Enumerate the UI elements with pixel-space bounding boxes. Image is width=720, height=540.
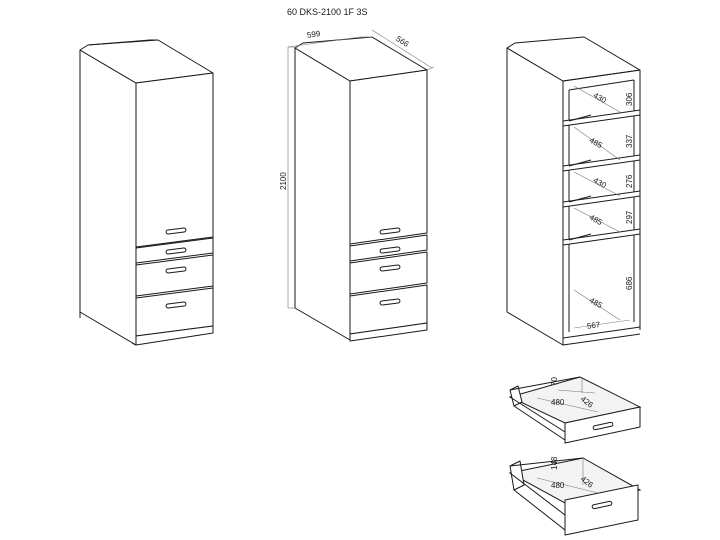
shelf-depth-guides — [573, 85, 631, 329]
cabinet-top-panel — [506, 36, 641, 82]
cabinet-door — [135, 72, 214, 248]
drawing-title: 60 DKS-2100 1F 3S — [287, 7, 368, 17]
cabinet-plinth — [135, 325, 214, 346]
drawer-side — [509, 385, 523, 407]
cabinet-side-panel — [294, 47, 351, 341]
drawer-handle — [165, 247, 187, 255]
cabinet-top-panel — [294, 36, 428, 82]
drawer-handle — [591, 500, 613, 510]
drawer-front-2 — [135, 254, 214, 297]
cabinet-door — [349, 69, 428, 245]
drawer-large-detail: 148 480 426 — [508, 456, 642, 536]
shelf — [562, 228, 641, 246]
shelf-depth-label: 485 — [588, 213, 605, 228]
shelf — [562, 190, 641, 208]
shelf-gap-label: 306 — [625, 92, 634, 106]
drawer-handle — [379, 246, 401, 254]
cabinet-top-panel — [79, 39, 214, 84]
cabinet-side-panel — [506, 47, 564, 346]
shelf-depth-label: 485 — [588, 136, 605, 151]
height-dimension: 2100 — [279, 47, 295, 309]
shelf-gap-label: 276 — [625, 174, 634, 188]
shelf-gap-label: 337 — [625, 134, 634, 148]
door-handle — [165, 227, 187, 235]
cabinet-dimensioned-view: 599 566 2100 — [279, 29, 435, 342]
shelf — [562, 109, 641, 127]
drawer-handle — [592, 421, 614, 431]
drawer-length-label: 480 — [551, 398, 565, 407]
drawer-side — [509, 460, 525, 491]
shelf-depth-label: 430 — [592, 176, 609, 191]
width-label: 599 — [306, 29, 321, 40]
drawer-height-label: 148 — [550, 456, 559, 470]
shelves — [562, 109, 641, 246]
drawer-handle — [165, 266, 187, 274]
drawer-length-label: 480 — [551, 481, 565, 490]
drawer-handle — [379, 298, 401, 306]
shelf — [562, 154, 641, 172]
cabinet-front-view — [79, 39, 214, 346]
shelf-gap-label: 297 — [625, 210, 634, 224]
drawer-handle — [165, 301, 187, 309]
drawer-small-detail: 70 480 426 — [508, 376, 642, 444]
drawer-height-label: 70 — [550, 377, 559, 386]
height-label: 2100 — [279, 172, 288, 190]
cabinet-interior-view: 430 485 430 485 485 567 306 337 276 297 … — [506, 36, 641, 346]
shelf-gap-label: 686 — [625, 276, 634, 290]
cabinet-side-panel — [79, 49, 137, 346]
width-dimension: 599 — [287, 29, 372, 48]
drawer-handle — [379, 264, 401, 272]
drawer-front-2 — [349, 251, 428, 295]
drawer-front — [564, 484, 639, 536]
inner-width-label: 567 — [586, 320, 601, 331]
shelf-depth-label: 430 — [592, 91, 609, 106]
depth-label: 566 — [394, 34, 411, 49]
door-handle — [379, 227, 401, 235]
cabinet-plinth — [349, 322, 428, 342]
